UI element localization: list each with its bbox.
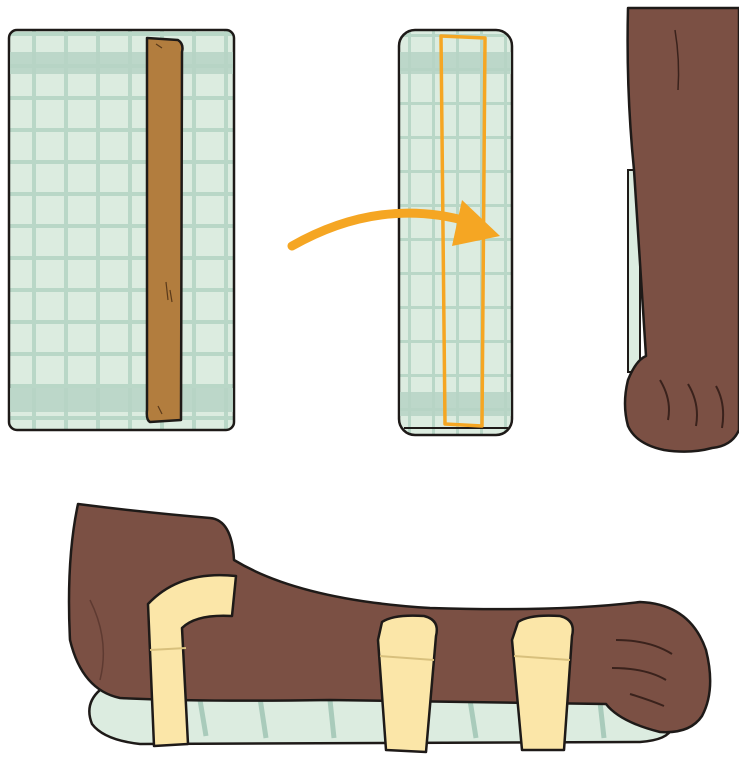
step-3-forearm — [625, 8, 739, 452]
forearm-vertical — [625, 8, 739, 452]
fold-arrow-icon — [292, 200, 500, 246]
step-4-splinted-forearm — [69, 504, 710, 752]
strap-3 — [512, 616, 573, 750]
step-1-stick-on-cloth — [9, 30, 234, 430]
strap-2 — [378, 616, 437, 752]
cloth-panel — [9, 30, 234, 430]
wooden-stick — [147, 38, 183, 422]
